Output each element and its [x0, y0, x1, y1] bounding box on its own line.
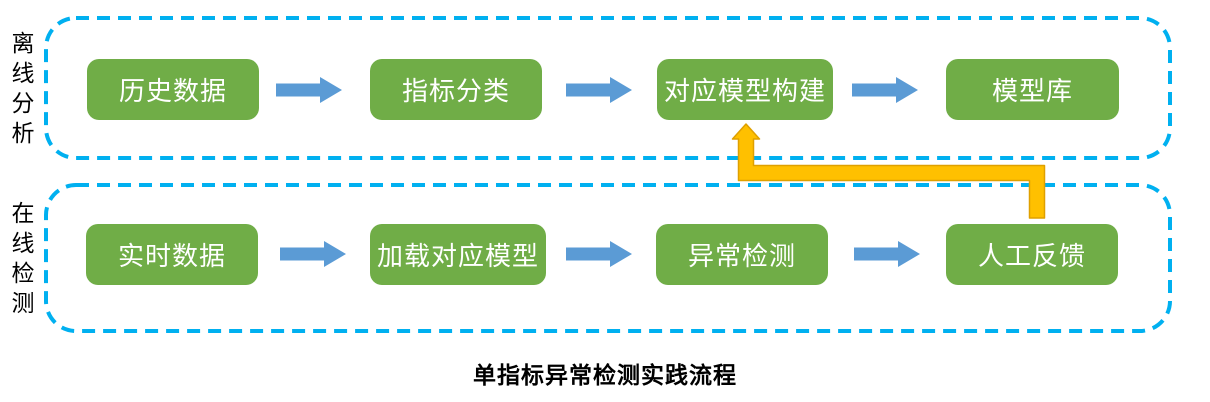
flow-arrow-icon — [566, 241, 632, 267]
feedback-arrow-icon — [731, 123, 1046, 219]
node-metric-classification: 指标分类 — [370, 59, 542, 120]
group-label-online: 在线检测 — [8, 201, 34, 321]
online-group-border — [44, 183, 1172, 333]
group-label-offline: 离线分析 — [8, 31, 34, 151]
flow-arrow-icon — [280, 241, 346, 267]
node-load-model: 加载对应模型 — [370, 224, 546, 285]
node-historical-data: 历史数据 — [87, 59, 259, 120]
node-anomaly-detection: 异常检测 — [656, 224, 828, 285]
node-model-library: 模型库 — [946, 59, 1119, 120]
diagram-caption: 单指标异常检测实践流程 — [473, 362, 737, 388]
flow-arrow-icon — [566, 77, 632, 103]
flow-arrow-icon — [854, 241, 920, 267]
flow-arrow-icon — [276, 77, 342, 103]
flow-arrow-icon — [852, 77, 918, 103]
node-model-building: 对应模型构建 — [657, 59, 833, 120]
node-realtime-data: 实时数据 — [86, 224, 258, 285]
offline-group-border — [44, 16, 1172, 160]
node-human-feedback: 人工反馈 — [946, 224, 1118, 285]
